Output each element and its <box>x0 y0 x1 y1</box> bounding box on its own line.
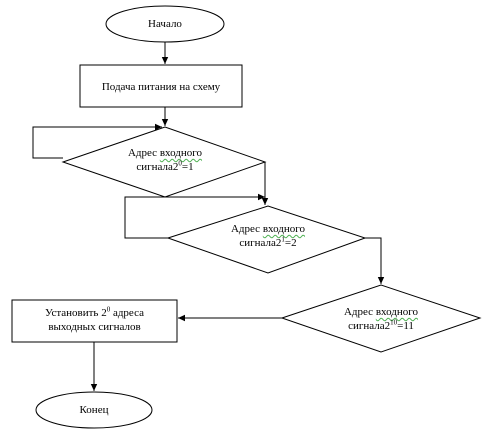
decision3-diamond <box>280 284 482 353</box>
power-process-box <box>79 64 243 108</box>
connector-decision2-to-decision3 <box>365 237 385 284</box>
end-label: Конец <box>79 404 109 416</box>
power-label: Подача питания на схему <box>101 81 221 93</box>
loop-decision1 <box>32 123 162 159</box>
end-terminator <box>35 391 153 429</box>
output-label: Установить 20 адреса выходных сигналов <box>44 305 144 333</box>
start-label: Начало <box>148 18 182 30</box>
decision3-label: Адрес входного сигнала210=11 <box>343 306 419 332</box>
loop-decision2 <box>124 193 265 239</box>
decision2-label: Адрес входного сигнала21=2 <box>230 223 306 249</box>
decision1-label: Адрес входного сигнала20=1 <box>127 147 203 173</box>
